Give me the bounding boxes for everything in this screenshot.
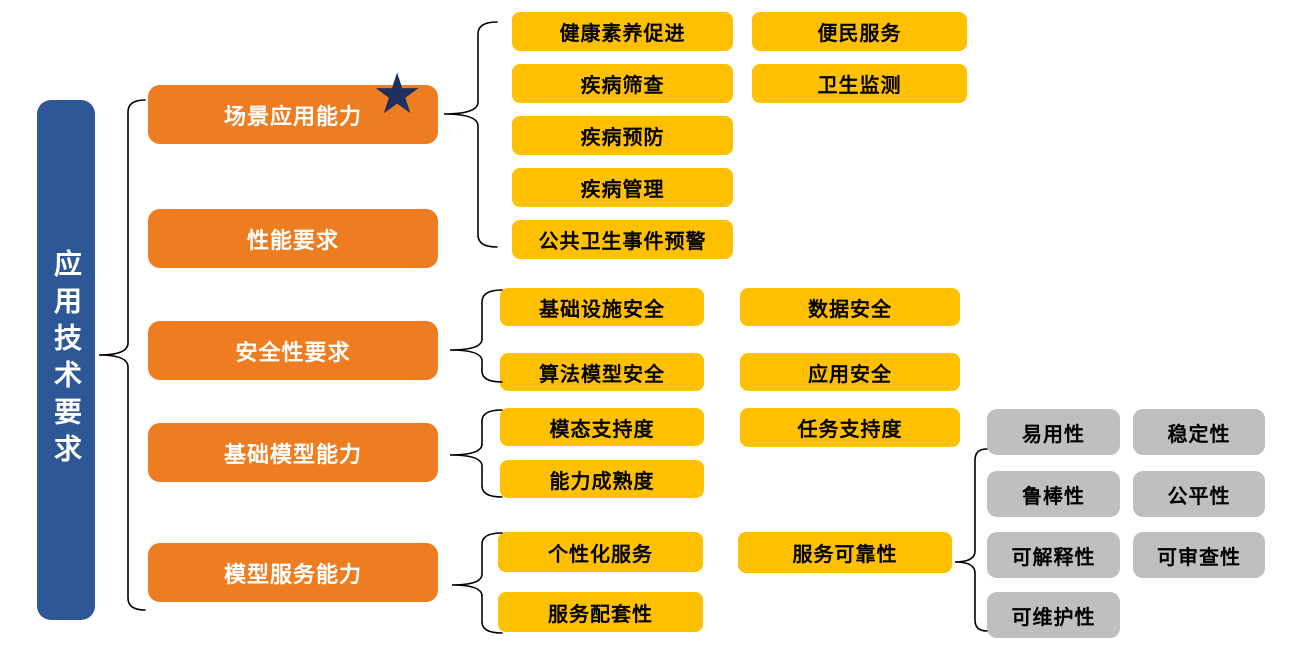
leaf-personalized-service: 个性化服务 — [498, 532, 703, 572]
branch-security: 安全性要求 — [148, 321, 438, 380]
leaf-task-support: 任务支持度 — [740, 408, 960, 447]
brace-security — [449, 289, 503, 383]
branch-scene-application: 场景应用能力 — [148, 85, 438, 144]
node-service-reliability: 服务可靠性 — [738, 532, 952, 573]
branch-model-service: 模型服务能力 — [148, 543, 438, 602]
leaf-data-security: 数据安全 — [740, 288, 960, 326]
brace-scene — [443, 21, 498, 248]
brace-reliability — [954, 448, 988, 632]
branch-foundation-model: 基础模型能力 — [148, 423, 438, 482]
leaf-service-support: 服务配套性 — [498, 592, 703, 632]
leaf-modality-support: 模态支持度 — [500, 408, 704, 446]
root-node: 应用技术要求 — [37, 100, 95, 620]
leaf-maintainability: 可维护性 — [987, 592, 1120, 638]
brace-root — [98, 99, 146, 611]
leaf-disease-screening: 疾病筛查 — [512, 64, 733, 103]
leaf-fairness: 公平性 — [1133, 471, 1265, 517]
leaf-stability: 稳定性 — [1133, 409, 1265, 455]
leaf-application-security: 应用安全 — [740, 353, 960, 391]
leaf-infrastructure-security: 基础设施安全 — [500, 288, 704, 326]
leaf-health-monitoring: 卫生监测 — [752, 64, 967, 103]
star-icon: ★ — [372, 62, 423, 125]
brace-foundation — [449, 409, 503, 498]
leaf-explainability: 可解释性 — [987, 532, 1120, 578]
leaf-robustness: 鲁棒性 — [987, 471, 1120, 517]
leaf-algorithm-model-security: 算法模型安全 — [500, 353, 704, 391]
leaf-public-health-alert: 公共卫生事件预警 — [512, 220, 733, 259]
root-label: 应用技术要求 — [51, 249, 82, 471]
branch-performance: 性能要求 — [148, 209, 438, 268]
brace-service — [451, 532, 503, 634]
leaf-auditability: 可审查性 — [1133, 532, 1265, 578]
leaf-disease-prevention: 疾病预防 — [512, 116, 733, 155]
leaf-health-literacy: 健康素养促进 — [512, 12, 733, 51]
leaf-usability: 易用性 — [987, 409, 1120, 455]
leaf-convenience-service: 便民服务 — [752, 12, 967, 51]
leaf-capability-maturity: 能力成熟度 — [500, 460, 704, 498]
leaf-disease-management: 疾病管理 — [512, 168, 733, 207]
